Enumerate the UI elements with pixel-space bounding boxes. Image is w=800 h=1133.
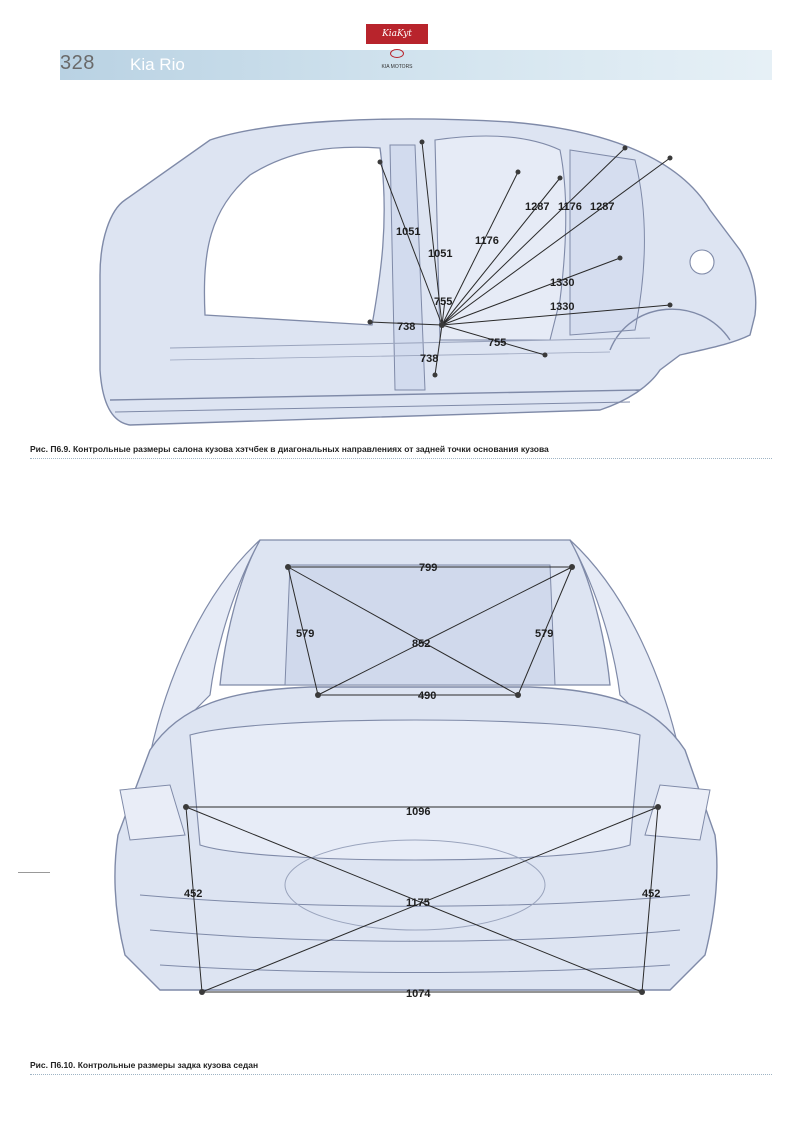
figure2-rule	[30, 1074, 772, 1075]
dim-852: 852	[412, 638, 430, 650]
dim-799: 799	[419, 562, 437, 574]
publisher-logo: KiaKyt KIA MOTORS	[366, 24, 428, 70]
dim-452-right: 452	[642, 888, 660, 900]
dim-1074: 1074	[406, 988, 431, 1000]
figure-hatchback-side: 1051 1051 1176 1176 1287 1287 1330 1330 …	[90, 100, 760, 430]
dim-755-b: 755	[488, 337, 506, 349]
body-side-outline	[99, 118, 757, 426]
spare-wheel-well	[284, 839, 546, 931]
dim-1176-a: 1176	[475, 235, 499, 247]
figure2-caption: Рис. П6.10. Контрольные размеры задка ку…	[30, 1060, 259, 1070]
bumper-line-2	[149, 929, 681, 942]
kia-logo: KIA MOTORS	[366, 45, 428, 70]
rear-door-opening	[434, 135, 567, 341]
sedan-rear-diagram: 799 579 579 852 490 1096 452 452 1175 10…	[114, 539, 718, 1000]
dim-738-a: 738	[397, 321, 415, 333]
logo-brand: KiaKyt	[366, 24, 428, 44]
trunk-opening	[189, 719, 641, 861]
page-number: 328	[60, 52, 95, 74]
dimension-lines	[369, 141, 671, 376]
dim-1051-b: 1051	[428, 248, 452, 260]
dim-490: 490	[418, 690, 436, 702]
bumper-line-3	[159, 964, 671, 973]
rear-quarter	[569, 149, 645, 336]
figure1-rule	[30, 458, 772, 459]
dim-1175: 1175	[406, 897, 430, 909]
dim-579-right: 579	[535, 628, 553, 640]
measurement-points	[367, 139, 673, 378]
dim-1096: 1096	[406, 806, 430, 818]
bumper-line-1	[139, 894, 691, 907]
logo-sub-text: KIA MOTORS	[381, 64, 413, 70]
fuel-filler-opening	[689, 249, 715, 275]
rear-wheel-arch	[609, 308, 731, 351]
figure-sedan-rear: 799 579 579 852 490 1096 452 452 1175 10…	[110, 535, 720, 1015]
hatchback-side-diagram: 1051 1051 1176 1176 1287 1287 1330 1330 …	[99, 118, 757, 426]
dim-1330-b: 1330	[550, 301, 574, 313]
dim-1287-b: 1287	[590, 201, 614, 213]
dim-738-b: 738	[420, 353, 438, 365]
dim-755-a: 755	[434, 296, 452, 308]
sill	[109, 389, 641, 401]
dim-1287-a: 1287	[525, 201, 549, 213]
front-door-opening	[203, 146, 385, 326]
header-band	[60, 50, 772, 80]
margin-mark	[18, 872, 50, 873]
b-pillar	[389, 144, 426, 391]
taillight-right	[644, 784, 711, 841]
dimension-lines-rear	[185, 566, 659, 993]
dim-1330-a: 1330	[550, 277, 574, 289]
measurement-points-rear	[183, 564, 661, 995]
rear-window-opening	[284, 564, 556, 686]
kia-emblem-icon	[390, 49, 404, 58]
sill-lower	[114, 401, 631, 413]
taillight-left	[119, 784, 186, 841]
dim-1176-b: 1176	[558, 201, 582, 213]
dim-452-left: 452	[184, 888, 202, 900]
dim-1051-a: 1051	[396, 226, 420, 238]
dim-579-left: 579	[296, 628, 314, 640]
floor-line	[169, 337, 651, 349]
floor-line-2	[169, 351, 611, 361]
figure1-caption: Рис. П6.9. Контрольные размеры салона ку…	[30, 444, 549, 454]
book-title: Kia Rio	[130, 55, 185, 74]
